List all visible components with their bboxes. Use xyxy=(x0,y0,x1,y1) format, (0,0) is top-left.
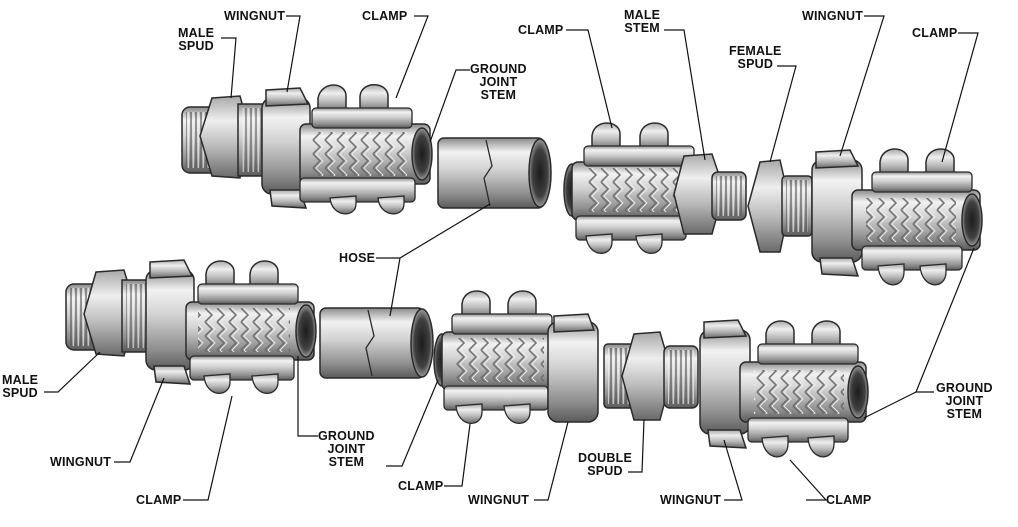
leader-top-clamp-left xyxy=(395,15,429,99)
label-bottom-wingnut-left: WINGNUT xyxy=(50,455,112,469)
top-middle-stem-clamp-part xyxy=(563,122,747,254)
label-bottom-ground-joint-stem-right: GROUND JOINT STEM xyxy=(936,381,993,421)
top-male-spud-part xyxy=(181,95,269,179)
leader-bottom-wingnut-left xyxy=(114,377,165,463)
leader-bottom-wingnut-right xyxy=(723,439,743,501)
leader-bottom-clamp-right xyxy=(789,459,828,501)
label-bottom-clamp-mid: CLAMP xyxy=(398,479,444,493)
leader-top-ground-joint-stem xyxy=(429,69,470,143)
bottom-double-spud-part xyxy=(603,331,699,421)
leader-bottom-ground-joint-stem-mid-2 xyxy=(386,379,439,467)
label-bottom-wingnut-right: WINGNUT xyxy=(660,493,722,507)
leader-hose-bottom xyxy=(389,257,401,317)
label-hose: HOSE xyxy=(339,251,376,265)
label-bottom-clamp-right: CLAMP xyxy=(826,493,872,507)
top-left-stem-clamp-part xyxy=(299,84,433,215)
leader-top-male-spud xyxy=(221,37,237,99)
label-top-female-spud: FEMALE SPUD xyxy=(729,44,782,71)
label-top-clamp-mid: CLAMP xyxy=(518,23,564,37)
leader-bottom-male-spud xyxy=(44,351,101,393)
label-top-clamp-right: CLAMP xyxy=(912,26,958,40)
leader-top-female-spud xyxy=(769,65,797,163)
leader-bottom-wingnut-mid xyxy=(534,421,569,501)
label-top-wingnut-left: WINGNUT xyxy=(224,9,286,23)
leader-lines xyxy=(44,15,979,501)
top-female-spud-part xyxy=(747,159,813,253)
leader-bottom-double-spud xyxy=(628,419,645,473)
bottom-male-spud-part xyxy=(65,269,151,357)
label-bottom-double-spud: DOUBLE SPUD xyxy=(578,451,632,478)
bottom-right-wingnut-stem-clamp-part xyxy=(699,319,869,458)
label-bottom-ground-joint-stem-mid: GROUND JOINT STEM xyxy=(318,429,375,469)
top-hose-part xyxy=(437,137,552,209)
leader-top-clamp-mid xyxy=(566,29,613,129)
label-bottom-wingnut-mid: WINGNUT xyxy=(468,493,530,507)
leader-top-wingnut-right xyxy=(839,15,885,157)
bottom-middle-stem-clamp-part xyxy=(433,290,599,424)
top-wingnut-left-part xyxy=(261,87,311,209)
leader-top-male-stem xyxy=(664,29,706,161)
label-top-clamp-left: CLAMP xyxy=(362,9,408,23)
leader-bottom-clamp-mid xyxy=(444,423,471,487)
bottom-left-stem-clamp-part xyxy=(185,260,317,394)
leader-bottom-ground-joint-stem-right-b xyxy=(863,391,917,419)
leader-bottom-ground-joint-stem-mid xyxy=(297,356,318,437)
label-bottom-male-spud: MALE SPUD xyxy=(2,373,39,400)
label-top-wingnut-right: WINGNUT xyxy=(802,9,864,23)
bottom-hose-part xyxy=(319,307,434,379)
label-top-ground-joint-stem: GROUND JOINT STEM xyxy=(470,62,527,102)
label-top-male-spud: MALE SPUD xyxy=(178,26,215,53)
label-bottom-clamp-left: CLAMP xyxy=(136,493,182,507)
leader-top-wingnut-left xyxy=(286,15,301,93)
leader-bottom-clamp-left xyxy=(183,395,233,501)
leader-top-clamp-right xyxy=(941,32,979,163)
label-top-male-stem: MALE STEM xyxy=(624,8,661,35)
top-right-wingnut-stem-clamp-part xyxy=(811,148,983,286)
